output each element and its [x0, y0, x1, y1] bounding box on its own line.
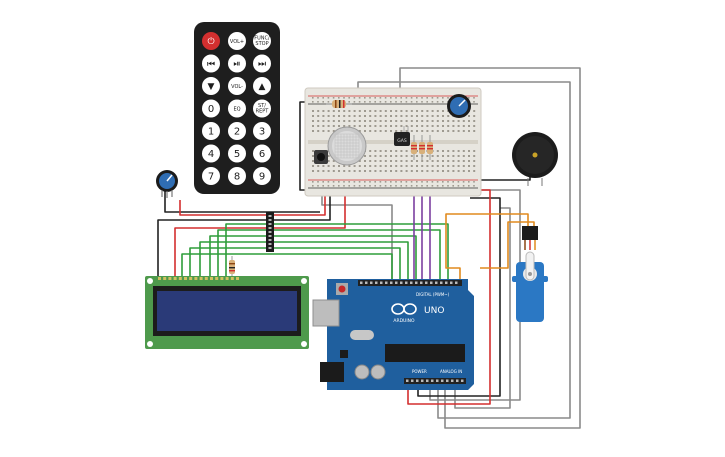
remote-button-label: ⏭ [258, 60, 266, 70]
remote-button[interactable]: 9 [253, 167, 271, 185]
remote-button-label: EQ [233, 106, 240, 112]
remote-button-label: 2 [234, 127, 240, 138]
remote-button[interactable]: FUNC/STOP [253, 32, 271, 50]
remote-button[interactable]: ⏮ [202, 54, 220, 73]
remote-button-label: 6 [259, 149, 265, 160]
arduino-power-label: POWER [412, 369, 427, 374]
wires [157, 67, 581, 429]
remote-button-label: 8 [234, 172, 240, 183]
remote-button[interactable]: 2 [228, 122, 246, 140]
remote-button[interactable]: 1 [202, 122, 220, 140]
remote-button-label: ⏮ [207, 60, 215, 70]
remote-button[interactable]: 0 [202, 99, 220, 118]
wire-gray [454, 207, 511, 409]
wire-gray [321, 196, 393, 285]
remote-button[interactable]: EQ [228, 99, 246, 118]
gas-sensor-label: GAS [397, 138, 407, 144]
remote-button-label: 4 [208, 149, 214, 160]
remote-button[interactable]: 5 [228, 144, 246, 163]
arduino-model-label: UNO [424, 306, 444, 316]
remote-button[interactable]: ▲ [253, 77, 271, 95]
remote-button[interactable]: 4 [202, 144, 220, 163]
gas-sensor [327, 126, 367, 166]
remote-button-label: ⏻ [207, 36, 214, 47]
remote-button-label: 1 [208, 127, 214, 138]
remote-button[interactable]: 8 [228, 167, 246, 185]
servo-motor [512, 226, 548, 322]
remote-button[interactable]: VOL- [228, 77, 246, 95]
ir-remote: ⏻ VOL+ FUNC/STOP ⏮ ⏯ ⏭ ▼ VOL- ▲ 0 EQ ST/REPT 1 2 3 4 5 6 7… [194, 22, 280, 194]
wire-black [157, 196, 331, 278]
remote-button[interactable]: 6 [253, 144, 271, 163]
wire-green [189, 247, 401, 285]
remote-button-label: ▼ [208, 82, 215, 92]
remote-button-label: 7 [208, 172, 214, 183]
wire-red [179, 196, 326, 216]
wire-green [225, 223, 449, 285]
wire-gray [429, 189, 521, 401]
remote-button-label: ▲ [259, 82, 266, 92]
wire-red [407, 189, 491, 405]
remote-button-label: 9 [259, 172, 265, 183]
remote-button-label: ⏯ [233, 60, 240, 70]
wire-red [174, 196, 346, 278]
arduino-analog-label: ANALOG IN [440, 369, 462, 374]
remote-button-label: FUNC/STOP [254, 36, 270, 48]
wire-gray [399, 67, 581, 429]
remote-button[interactable]: ▼ [202, 77, 220, 95]
remote-button[interactable]: 3 [253, 122, 271, 140]
remote-button[interactable]: VOL+ [228, 32, 246, 50]
remote-button-label: 0 [208, 104, 214, 115]
pushbutton[interactable] [314, 150, 328, 164]
remote-button-label: VOL+ [230, 39, 244, 45]
arduino-digital-label: DIGITAL (PWM~) [416, 292, 450, 297]
remote-button[interactable]: ⏯ [228, 54, 246, 73]
wire-orange [445, 213, 529, 285]
wire-gray [357, 81, 571, 419]
arduino-uno: ARDUINO UNO DIGITAL (PWM~) POWER ANALOG … [312, 279, 474, 390]
ir-receiver: GAS [394, 132, 410, 146]
potentiometer-breadboard[interactable] [447, 94, 471, 118]
potentiometer-lcd[interactable] [156, 170, 178, 198]
lcd-display [145, 276, 309, 349]
remote-button[interactable]: 7 [202, 167, 220, 185]
remote-button[interactable]: ⏻ [202, 32, 220, 50]
resistor-top [326, 100, 352, 108]
wire-green [199, 241, 409, 285]
remote-button[interactable]: ⏭ [253, 54, 271, 73]
remote-button[interactable]: ST/REPT [253, 99, 271, 118]
header-strip [266, 212, 274, 252]
arduino-logo: ARDUINO UNO [391, 303, 444, 324]
piezo-buzzer [512, 132, 558, 186]
resistors-middle [403, 126, 433, 160]
remote-button-label: VOL- [231, 84, 243, 90]
remote-button-label: ST/REPT [256, 103, 270, 115]
wire-green [181, 253, 393, 285]
remote-button-label: 3 [259, 127, 265, 138]
wire-green [209, 235, 417, 285]
arduino-brand-label: ARDUINO [393, 318, 415, 324]
remote-button-label: 5 [234, 149, 240, 160]
